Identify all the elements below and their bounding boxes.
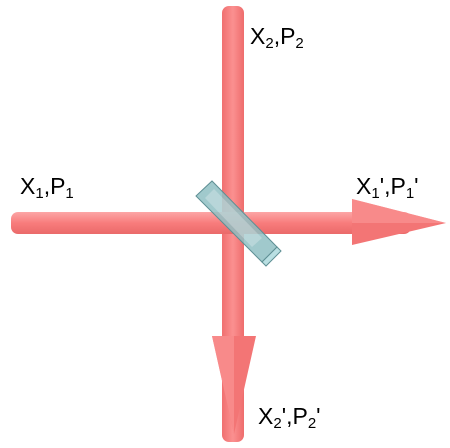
beam-splitter [195,180,282,267]
output-2-label: X2',P2' [258,403,321,432]
output-2-arrow-highlight [212,336,234,434]
horizontal-beam [11,212,411,234]
input-1-label: X1,P1 [20,173,74,202]
beam-splitter-side [261,246,282,267]
input-2-label: X2,P2 [250,23,304,52]
beam-splitter-glare [205,189,262,247]
output-1-label: X1',P1' [356,173,419,202]
output-1-arrow-highlight [352,199,446,223]
